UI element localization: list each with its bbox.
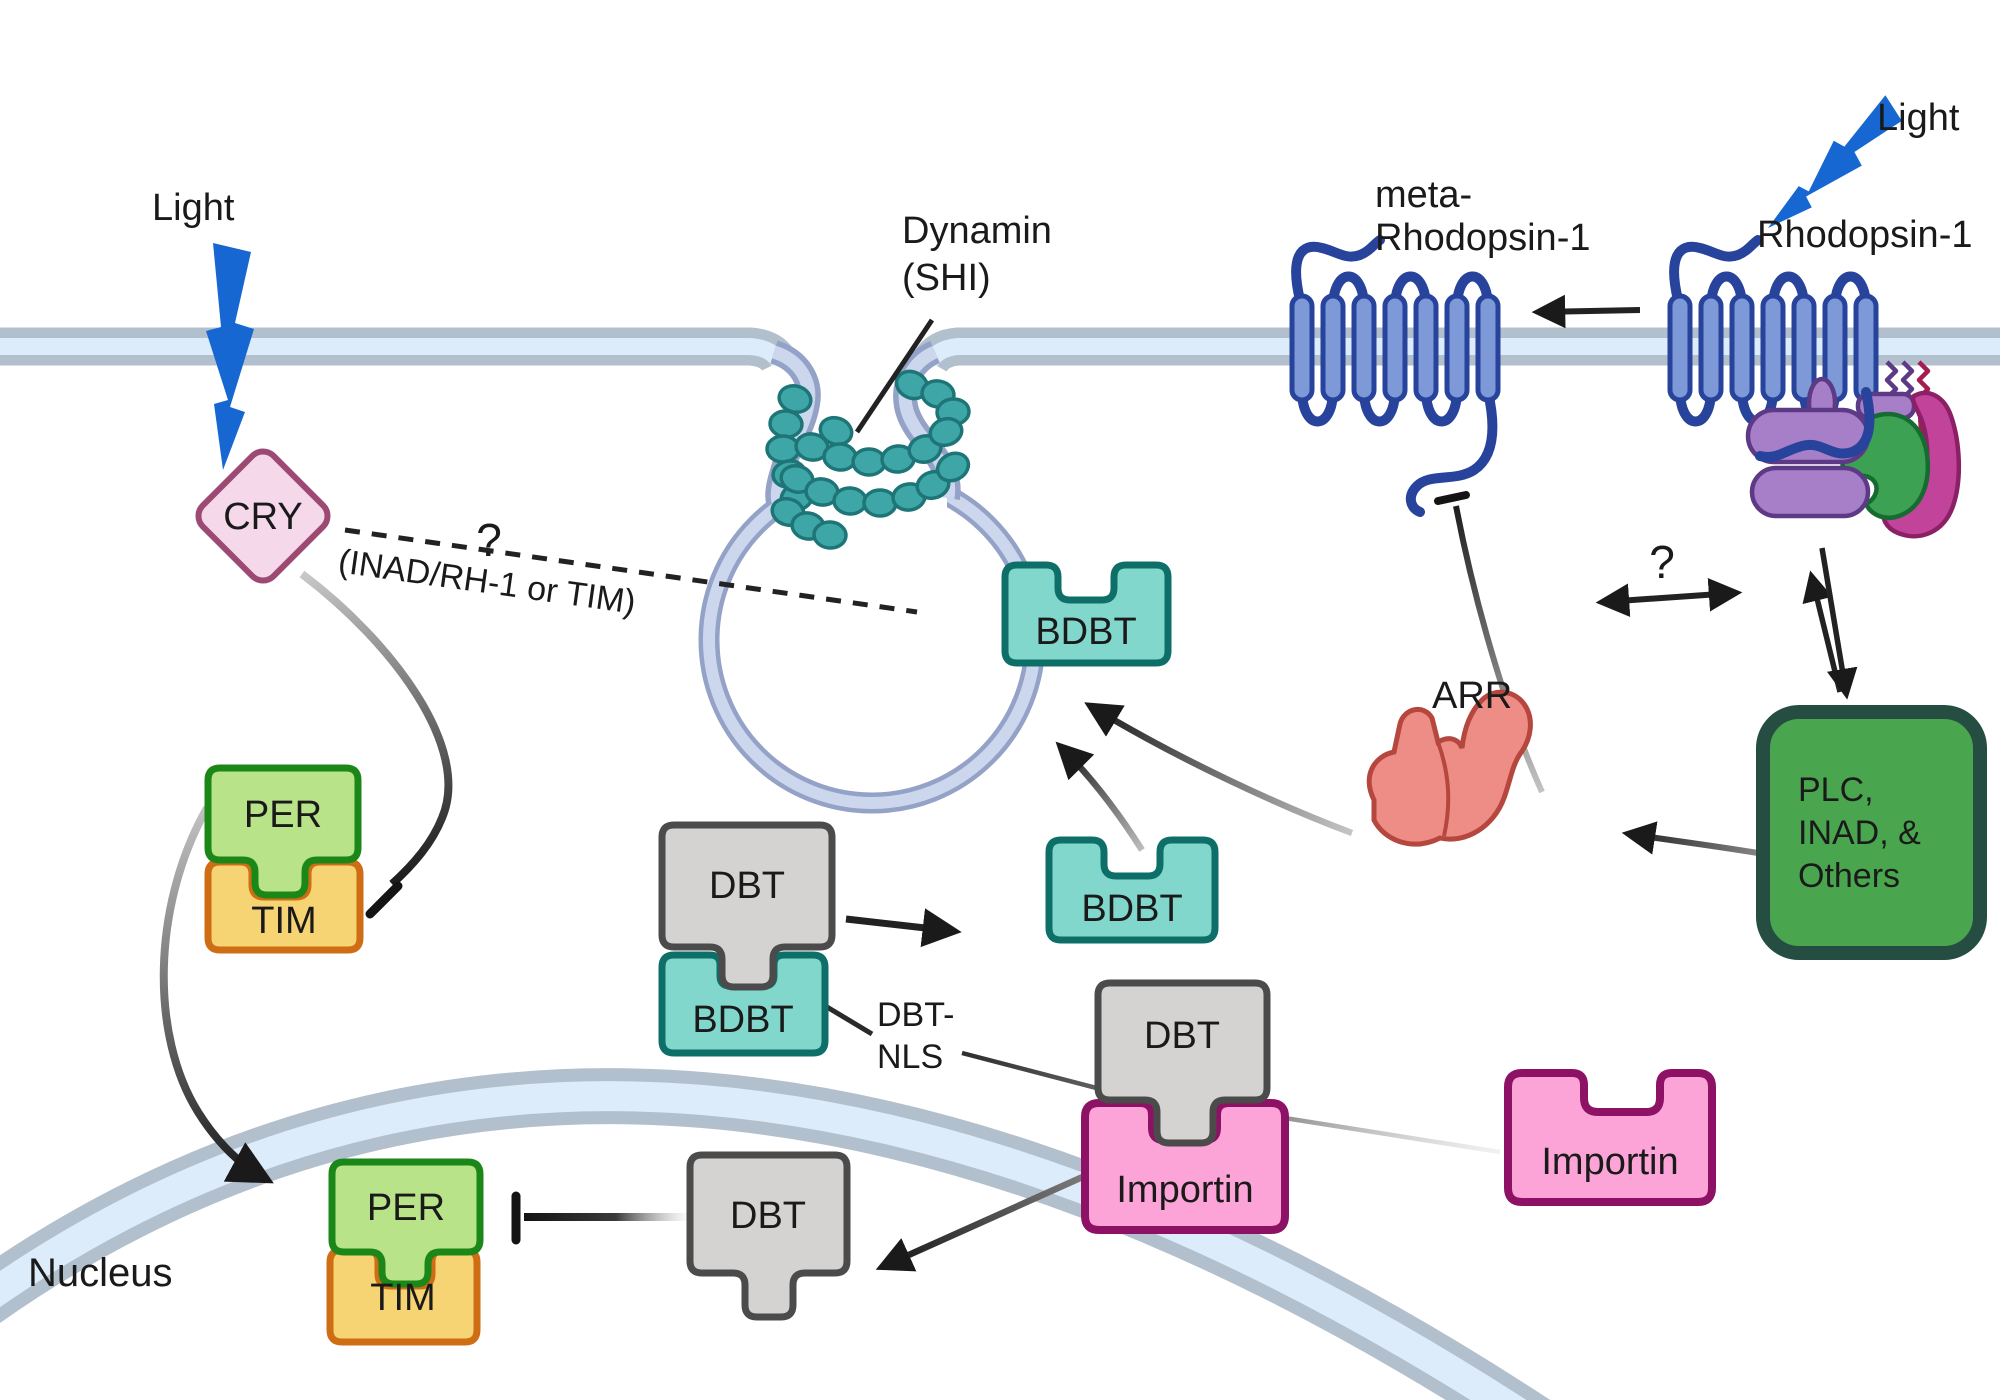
bdbt-to-vesicle-arrow xyxy=(1055,741,1145,852)
meta-rhodopsin-label-2: Rhodopsin-1 xyxy=(1375,217,1590,259)
bdbt-vesicle-box xyxy=(1001,561,1172,667)
cry-question-label: ? xyxy=(476,514,502,566)
bdbt-free-box xyxy=(1045,836,1219,944)
dbt-nucleus-label: DBT xyxy=(730,1195,806,1237)
importin-complex-label: Importin xyxy=(1116,1169,1253,1211)
bdbt-free-label: BDBT xyxy=(1081,888,1182,930)
dbt-nucleus-box xyxy=(686,1151,851,1321)
dbt-nls-label-1: DBT- xyxy=(877,996,954,1034)
plc-inad-box xyxy=(1756,705,1987,960)
dynamin-coil xyxy=(765,369,971,550)
dbt-importin-label: DBT xyxy=(1144,1015,1220,1057)
per-nucleus-box xyxy=(328,1158,484,1288)
arr-label: ARR xyxy=(1432,675,1512,717)
cry-shape xyxy=(195,448,331,584)
question-double-arrow xyxy=(1595,577,1743,618)
rhodopsin-question-label: ? xyxy=(1649,536,1675,588)
dbtbdbt-right-arrow xyxy=(845,908,962,948)
light-left-label: Light xyxy=(152,187,235,229)
cry-inhibition-tbar xyxy=(365,881,403,919)
complex-plc-down-arrow xyxy=(1819,547,1858,700)
arr-protein xyxy=(1366,689,1533,847)
dbt-importin-box xyxy=(1094,979,1271,1147)
meta-rhodopsin-label-1: meta- xyxy=(1375,174,1472,216)
plc-label-2: INAD, & xyxy=(1798,814,1921,852)
nucleus-label: Nucleus xyxy=(28,1251,173,1295)
bdbt-vesicle-label: BDBT xyxy=(1035,611,1136,653)
dbt-cyto-box xyxy=(658,821,836,991)
importin-free-box xyxy=(1504,1069,1716,1206)
connectors xyxy=(159,294,1858,1272)
plc-to-arr-arrow xyxy=(1621,821,1765,857)
magenta-protein xyxy=(1881,390,1962,539)
importin-free-label: Importin xyxy=(1541,1141,1678,1183)
per-cyto-label: PER xyxy=(244,794,322,836)
arr-to-vesicle-arrow xyxy=(1084,702,1354,837)
text-labels: Light Light CRY ? (INAD/RH-1 or TIM) Dyn… xyxy=(28,97,1972,1319)
pertim-to-nucleus-arrow xyxy=(159,806,274,1184)
light-right-label: Light xyxy=(1877,97,1960,139)
tim-cyto-label: TIM xyxy=(251,900,316,942)
cry-label: CRY xyxy=(223,496,303,538)
dbt-cyto-label: DBT xyxy=(709,865,785,907)
arr-metarhodopsin-inhibition xyxy=(1453,505,1545,794)
dbt-nls-label-2: NLS xyxy=(877,1038,943,1076)
arr-inhibition-tbar xyxy=(1434,491,1470,505)
rhodopsin-conversion-arrow xyxy=(1531,294,1641,329)
nuclear-envelope xyxy=(0,1068,1551,1400)
plc-label-1: PLC, xyxy=(1798,771,1874,809)
per-cyto-box xyxy=(204,764,362,899)
dynamin-label-1: Dynamin xyxy=(902,210,1052,252)
rhodopsin-label: Rhodopsin-1 xyxy=(1757,214,1972,256)
endocytic-vesicle xyxy=(698,340,1046,814)
meta-rhodopsin-protein xyxy=(1289,235,1501,517)
per-nucleus-label: PER xyxy=(367,1187,445,1229)
signaling-complex xyxy=(1745,376,1962,539)
tim-nucleus-label: TIM xyxy=(370,1277,435,1319)
cry-inhibition-curve xyxy=(299,570,453,887)
bdbt-cyto-label: BDBT xyxy=(692,999,793,1041)
plc-label-3: Others xyxy=(1798,857,1900,895)
dynamin-pointer-line xyxy=(854,318,935,434)
dynamin-label-2: (SHI) xyxy=(902,257,991,299)
